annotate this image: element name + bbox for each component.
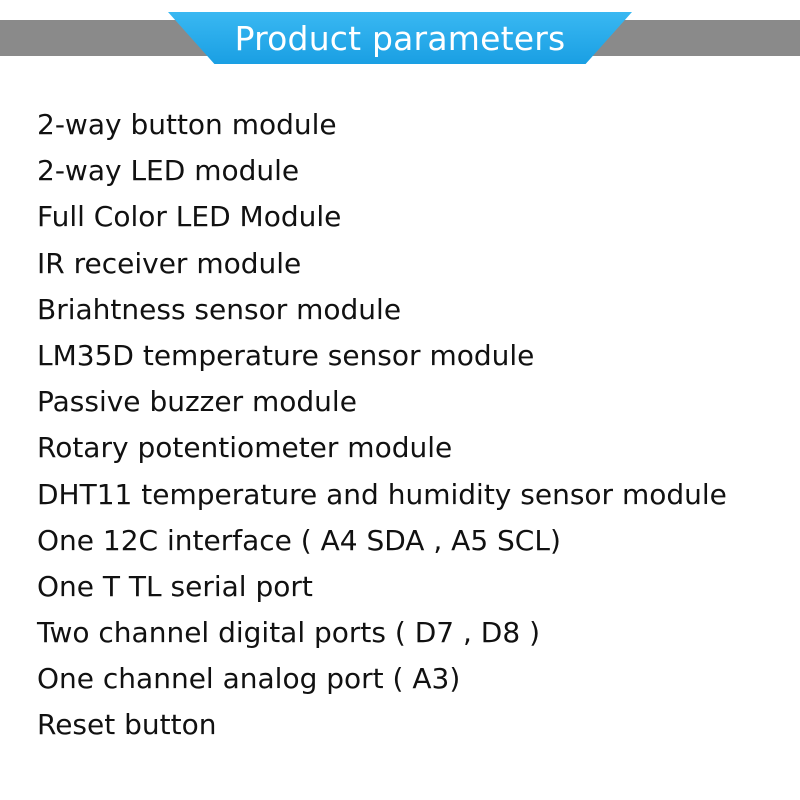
parameter-item: 2-way LED module [37,154,300,188]
parameter-list: 2-way button module 2-way LED module Ful… [37,102,727,749]
parameter-item: IR receiver module [37,246,302,280]
parameter-item: Two channel digital ports ( D7 , D8 ) [37,616,541,650]
header-tab: Product parameters [168,12,632,64]
parameter-item: One 12C interface ( A4 SDA , A5 SCL) [37,523,561,557]
parameter-item: Reset button [37,708,217,742]
parameter-item: DHT11 temperature and humidity sensor mo… [37,477,727,511]
parameter-item: Briahtness sensor module [37,292,402,326]
parameter-item: One channel analog port ( A3) [37,662,461,696]
page-title: Product parameters [234,18,566,58]
parameter-item: Rotary potentiometer module [37,431,453,465]
parameter-item: Passive buzzer module [37,385,357,419]
parameter-item: Full Color LED Module [37,200,342,234]
parameter-item: LM35D temperature sensor module [37,338,535,372]
parameter-item: One T TL serial port [37,569,313,603]
parameter-item: 2-way button module [37,108,337,141]
